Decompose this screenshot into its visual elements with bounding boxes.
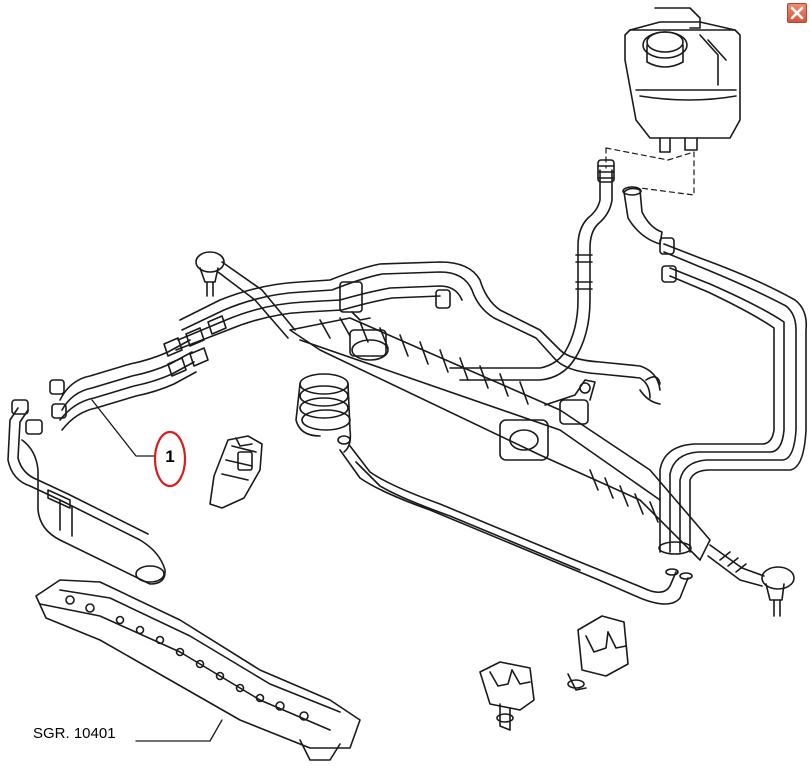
pressure-hose-bundle	[175, 261, 661, 405]
callout-number: 1	[165, 447, 175, 466]
pipe-clamp-right	[567, 615, 629, 691]
leader-lines	[91, 399, 223, 742]
steering-rack	[289, 317, 711, 561]
reference-leader-line	[135, 719, 223, 742]
cooler-pipe-loop	[7, 399, 166, 585]
left-hose-lines	[49, 315, 227, 431]
subframe-crossmember	[35, 579, 361, 761]
pipe-clamp-left	[479, 661, 535, 731]
close-button[interactable]	[787, 3, 807, 23]
close-icon	[790, 6, 804, 20]
tie-rod-end-left	[195, 251, 296, 339]
reference-code: SGR. 10401	[33, 725, 116, 742]
lower-pipe-pair	[339, 445, 693, 605]
right-pipe-pair	[658, 237, 808, 555]
tie-rod-end-right	[707, 544, 795, 617]
mounting-bracket	[209, 435, 263, 509]
elbow-fitting	[622, 186, 663, 245]
fluid-reservoir	[624, 7, 741, 153]
cooler-coil	[295, 373, 352, 453]
callout-circle	[153, 430, 187, 488]
return-hose-upper	[449, 159, 615, 381]
callout-leader-line	[91, 399, 155, 457]
reservoir-connection-dashes	[605, 147, 695, 196]
